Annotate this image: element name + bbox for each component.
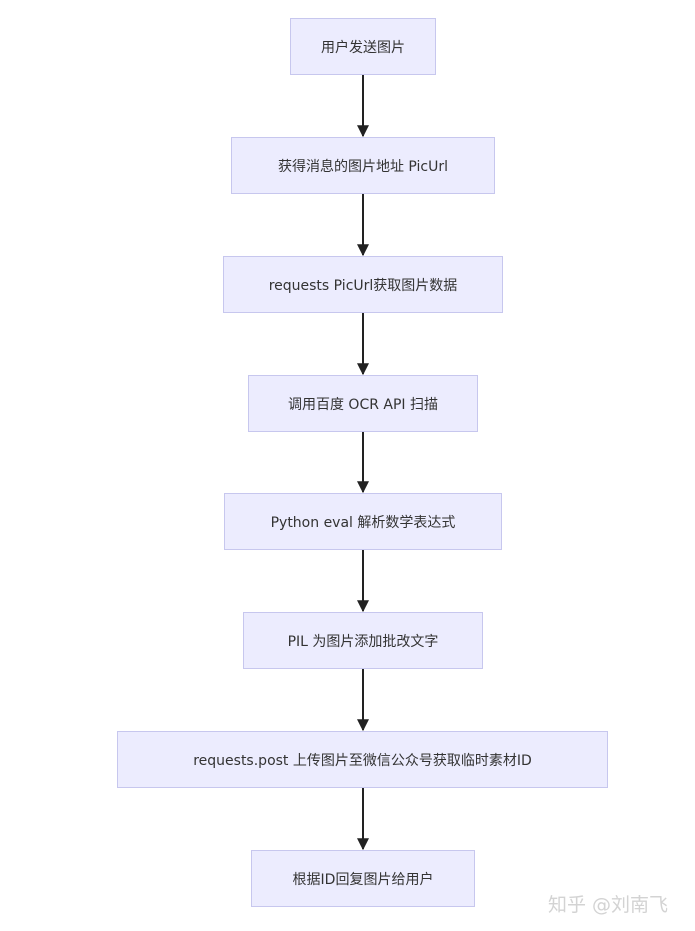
step-user-sends-image: 用户发送图片 <box>290 18 436 75</box>
step-reply-image: 根据ID回复图片给用户 <box>251 850 475 907</box>
step-baidu-ocr-scan: 调用百度 OCR API 扫描 <box>248 375 478 432</box>
step-request-image-data: requests PicUrl获取图片数据 <box>223 256 503 313</box>
step-upload-to-wechat: requests.post 上传图片至微信公众号获取临时素材ID <box>117 731 608 788</box>
zhihu-watermark: 知乎 @刘南飞 <box>548 894 669 916</box>
step-python-eval: Python eval 解析数学表达式 <box>224 493 502 550</box>
step-pil-annotate: PIL 为图片添加批改文字 <box>243 612 483 669</box>
step-get-picurl: 获得消息的图片地址 PicUrl <box>231 137 495 194</box>
